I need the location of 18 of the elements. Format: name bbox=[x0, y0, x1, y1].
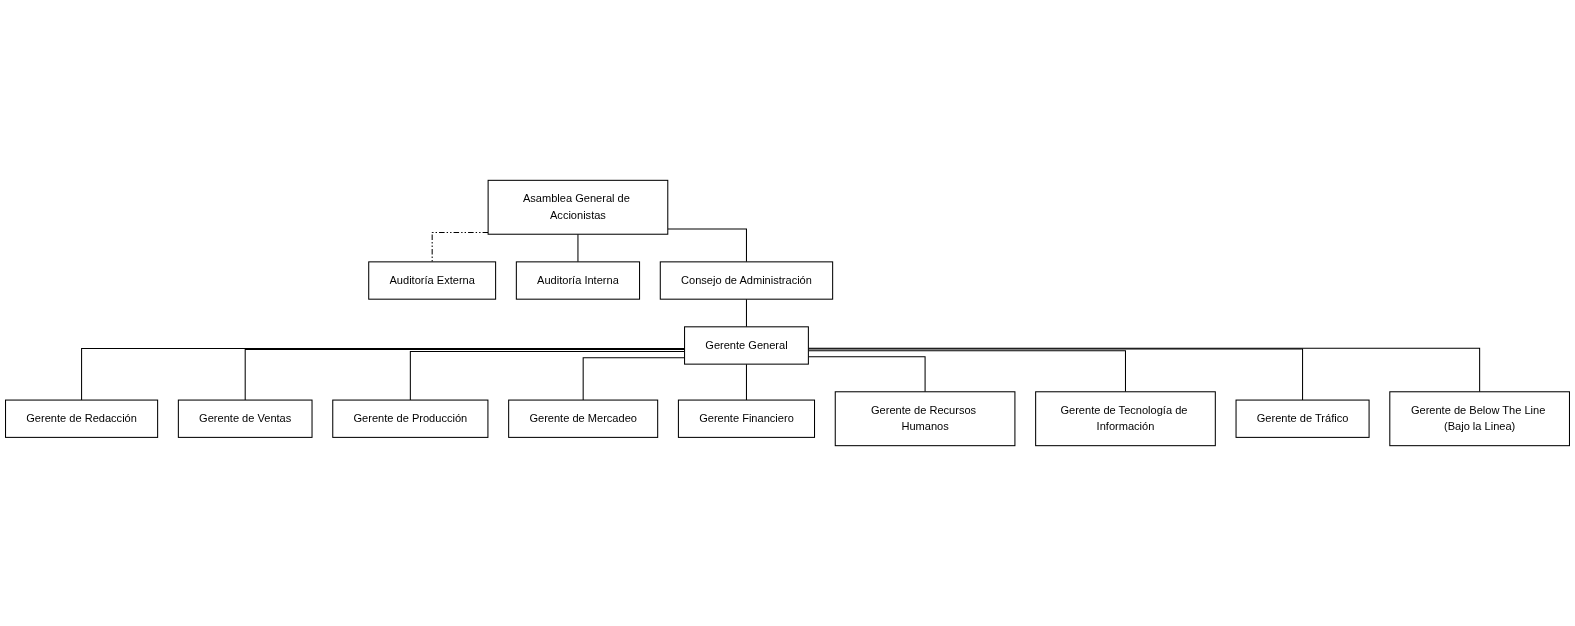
connector bbox=[577, 233, 579, 263]
node-box: Auditoría Interna bbox=[515, 261, 641, 300]
node-box: Gerente de Mercadeo bbox=[508, 399, 659, 438]
node-box: Gerente Financiero bbox=[677, 399, 816, 438]
connector bbox=[745, 363, 747, 401]
node-box: Gerente de Tráfico bbox=[1235, 399, 1370, 438]
node-box: Gerente de Recursos Humanos bbox=[834, 391, 1016, 447]
node-box: Consejo de Administración bbox=[659, 261, 834, 300]
node-box: Gerente General bbox=[684, 326, 809, 365]
node-box: Gerente de Redacción bbox=[5, 399, 159, 438]
node-box: Auditoría Externa bbox=[368, 261, 497, 300]
connector bbox=[667, 228, 747, 263]
node-box: Asamblea General de Accionistas bbox=[487, 179, 669, 235]
node-box: Gerente de Producción bbox=[332, 399, 489, 438]
connector bbox=[745, 298, 747, 328]
node-box: Gerente de Tecnología de Información bbox=[1035, 391, 1216, 447]
node-box: Gerente de Ventas bbox=[177, 399, 313, 438]
node-box: Gerente de Below The Line (Bajo la Linea) bbox=[1389, 391, 1570, 447]
